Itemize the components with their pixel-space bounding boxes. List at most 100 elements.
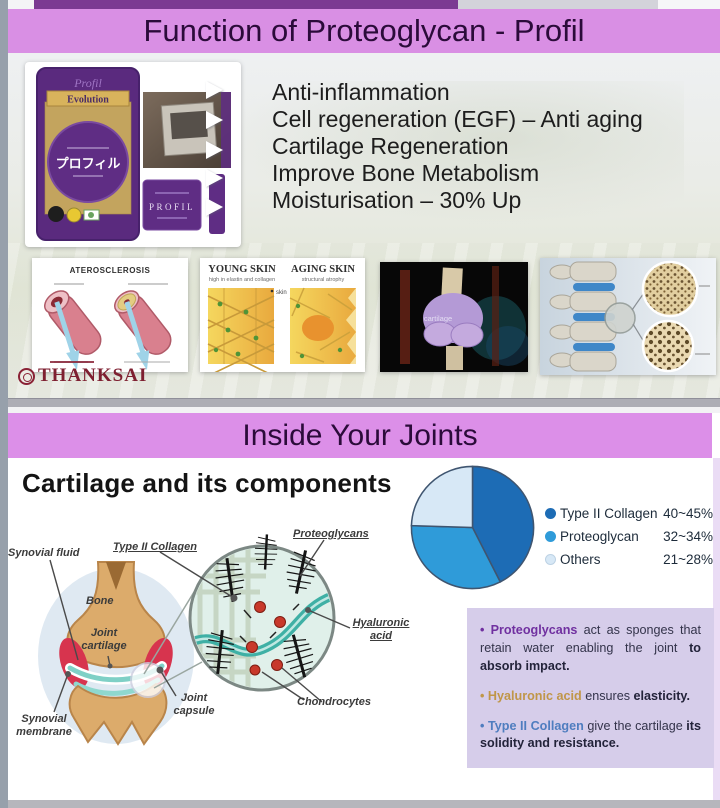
- pie-slices: [410, 465, 535, 590]
- cartilage-composition-pie-chart: [410, 465, 535, 590]
- legend-label: Type II Collagen: [560, 506, 658, 521]
- spine-graphic: [540, 258, 716, 375]
- components-info-box: • Proteoglycans act as sponges that reta…: [467, 608, 714, 768]
- product-pouch: Profil Evolution プロフィル: [36, 67, 140, 241]
- aging-skin-title: AGING SKIN: [291, 264, 355, 275]
- knee-cartilage-caption: cartilage: [424, 314, 452, 323]
- info-text: act as sponges that retain water enablin…: [480, 623, 702, 655]
- benefit-item: Cartilage Regeneration: [272, 133, 509, 159]
- pie-slice-0: [471, 465, 535, 583]
- legend-dot-proteoglycan: [545, 531, 556, 542]
- left-edge-strip: [0, 0, 8, 808]
- info-strong: its solidity and resistance.: [480, 718, 701, 751]
- legend-label: Others: [560, 552, 601, 567]
- bone-notch: [106, 562, 126, 590]
- label-bone: Bone: [86, 595, 114, 607]
- right-arrow-icon: [206, 198, 223, 216]
- brand-logo: THANKSAI: [18, 358, 168, 394]
- pie-legend: Type II Collagen 40~45% Proteoglycan 32~…: [545, 502, 713, 571]
- info-text: give the cartilage: [583, 718, 687, 733]
- brand-tagline-rule: [50, 361, 94, 363]
- spine-bone-card: [540, 258, 716, 375]
- legend-value: 40~45%: [663, 506, 713, 521]
- brand-name: THANKSAI: [38, 365, 148, 386]
- slide-divider: [8, 398, 720, 407]
- label-synovial-membrane: Synovial membrane: [16, 713, 72, 738]
- legend-dot-type-ii-collagen: [545, 508, 556, 519]
- info-bullet-collagen: • Type II Collagen give the cartilage it…: [480, 718, 701, 754]
- legend-row: Others 21~28%: [545, 548, 713, 571]
- benefit-item: Moisturisation – 30% Up: [272, 187, 522, 213]
- label-synovial-fluid: Synovial fluid: [8, 547, 80, 559]
- slide2-heading: Cartilage and its components: [22, 468, 392, 498]
- top-strip-white-right: [658, 0, 720, 9]
- info-lead: • Type II Collagen: [480, 718, 584, 733]
- info-lead: • Proteoglycans: [480, 623, 578, 637]
- label-proteoglycans: Proteoglycans: [293, 528, 369, 540]
- right-arrow-icon: [206, 169, 223, 187]
- legend-row: Type II Collagen 40~45%: [545, 502, 713, 525]
- pouch-ribbon-text: Evolution: [67, 95, 109, 106]
- pouch-brand-text: Profil: [73, 76, 102, 90]
- benefit-item: Cell regeneration (EGF) – Anti aging: [272, 106, 643, 132]
- top-strip-purple: [34, 0, 458, 9]
- divider-gap: [8, 407, 720, 413]
- pouch-japanese-name: プロフィル: [56, 156, 121, 171]
- legend-label: Proteoglycan: [560, 529, 639, 544]
- healthy-artery: [44, 290, 102, 370]
- info-strong: elasticity.: [633, 688, 690, 703]
- info-bullet-hyaluronic: • Hyaluronic acid ensures elasticity.: [480, 688, 701, 706]
- info-strong: to absorb impact.: [480, 640, 701, 673]
- aging-skin-subtitle: structural atrophy: [302, 277, 345, 283]
- top-strip-white: [8, 0, 34, 9]
- label-type-ii-collagen: Type II Collagen: [113, 541, 197, 553]
- slide1-title-banner: Function of Proteoglycan - Profil: [8, 9, 720, 53]
- product-box-label: PROFIL: [149, 202, 195, 212]
- blocked-artery: [114, 290, 172, 370]
- label-joint-capsule: Joint capsule: [173, 692, 215, 717]
- young-skin-subtitle: high in elastin and collagen: [209, 277, 275, 283]
- normal-bone-inset: [641, 260, 699, 318]
- legend-dot-others: [545, 554, 556, 565]
- legend-value: 32~34%: [663, 529, 713, 544]
- atherosclerosis-title: ATEROSCLEROSIS: [70, 266, 151, 275]
- info-bullet-proteoglycans: • Proteoglycans act as sponges that reta…: [480, 622, 701, 676]
- skin-pointer-label: skin: [276, 290, 287, 296]
- label-chondrocytes: Chondrocytes: [297, 696, 371, 708]
- label-hyaluronic-acid: Hyaluronic acid: [352, 617, 410, 642]
- slide1-title: Function of Proteoglycan - Profil: [143, 13, 585, 48]
- slide2-title: Inside Your Joints: [242, 418, 478, 452]
- pie-slice-2: [410, 465, 474, 529]
- right-edge-strip: [713, 458, 720, 800]
- top-strip-gray: [458, 0, 658, 9]
- slide2-title-banner: Inside Your Joints: [8, 413, 712, 458]
- lower-bone: [68, 682, 168, 746]
- atherosclerosis-graphic: ATEROSCLEROSIS: [44, 266, 172, 370]
- young-skin-panel: [207, 288, 275, 377]
- bottom-edge-strip: [8, 800, 720, 808]
- info-lead: • Hyaluronic acid: [480, 688, 582, 703]
- zoom-source-circle: [130, 662, 166, 698]
- info-text: ensures: [581, 688, 634, 703]
- knee-photo-card: cartilage: [380, 262, 530, 372]
- knee-photo-graphic: cartilage: [380, 262, 530, 372]
- pie-slice-1: [410, 524, 502, 590]
- benefit-item: Improve Bone Metabolism: [272, 160, 540, 186]
- benefit-item: Anti-inflammation: [272, 79, 450, 105]
- right-arrow-icon: [206, 81, 223, 99]
- young-skin-title: YOUNG SKIN: [208, 264, 276, 275]
- label-joint-cartilage: Joint cartilage: [81, 627, 127, 652]
- porous-bone-inset: [641, 319, 695, 373]
- vertebrae-column: [549, 261, 636, 372]
- skin-comparison-card: YOUNG SKIN AGING SKIN high in elastin an…: [200, 258, 365, 377]
- legend-value: 21~28%: [663, 552, 713, 567]
- pouch-badge-black: [48, 206, 64, 222]
- right-arrow-icon: [206, 141, 223, 159]
- skin-comparison-graphic: YOUNG SKIN AGING SKIN high in elastin an…: [207, 264, 356, 377]
- atherosclerosis-card: ATEROSCLEROSIS: [32, 258, 188, 372]
- brand-mark-icon: [18, 367, 35, 385]
- aging-skin-panel: [289, 287, 356, 364]
- right-arrow-icon: [206, 111, 223, 129]
- benefit-list: Anti-inflammation Cell regeneration (EGF…: [272, 79, 692, 214]
